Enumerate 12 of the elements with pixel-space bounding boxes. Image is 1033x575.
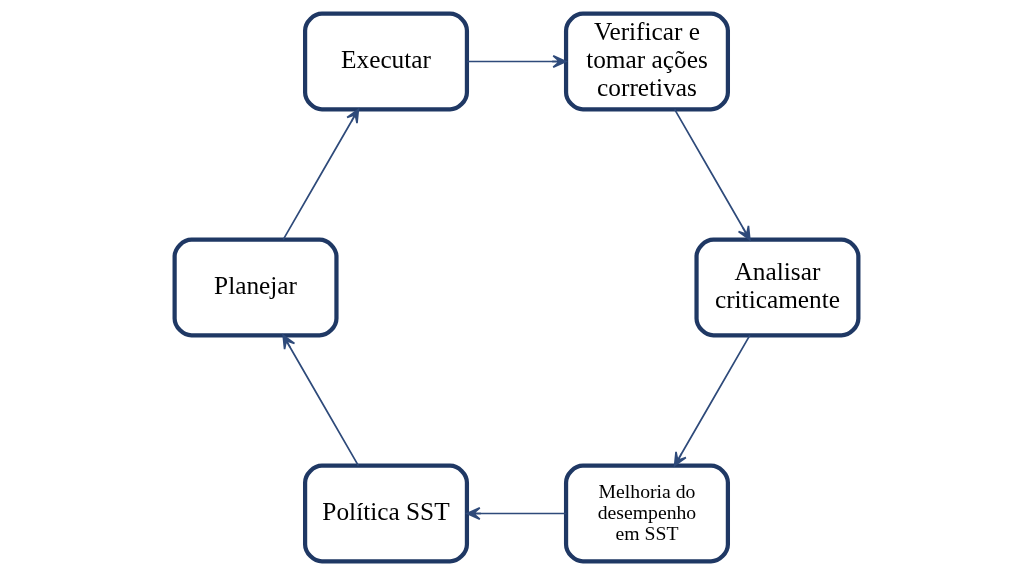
- node-box: Analisar criticamente: [694, 237, 861, 338]
- arrow: [282, 108, 360, 241]
- arrow: [282, 334, 360, 467]
- node-box: Verificar e tomar ações corretivas: [563, 11, 730, 112]
- node-box: Política SST: [303, 463, 470, 564]
- node-box: Planejar: [172, 237, 339, 338]
- arrow: [673, 334, 751, 467]
- node-box: Melhoria do desempenho em SST: [563, 463, 730, 564]
- arrow: [466, 506, 567, 521]
- node-box: Executar: [303, 11, 470, 112]
- arrow: [466, 54, 567, 69]
- arrow: [673, 108, 751, 241]
